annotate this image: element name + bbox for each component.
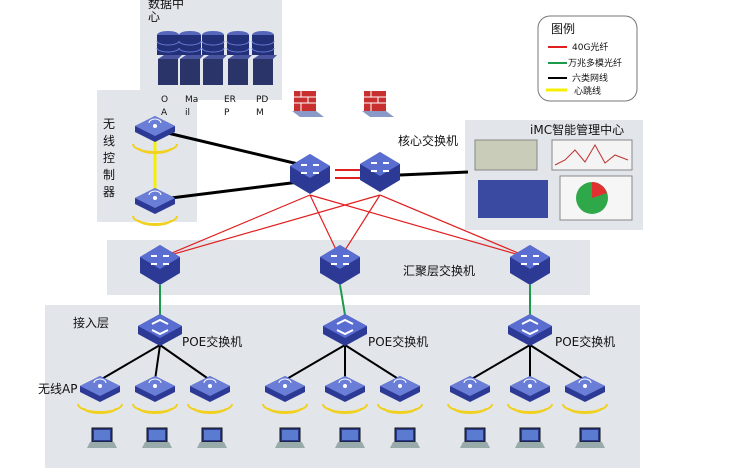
40g-link — [159, 194, 381, 259]
firewall-icon[interactable] — [291, 90, 325, 118]
legend: 图例 40G光纤 万兆多模光纤 六类网线 心跳线 — [537, 15, 638, 102]
laptop-icon[interactable] — [274, 427, 306, 449]
40g-link — [379, 194, 531, 259]
poe-label: POE交换机 — [368, 334, 428, 349]
poe-label: POE交换机 — [555, 334, 615, 349]
links — [99, 128, 586, 381]
legend-item: 40G光纤 — [572, 41, 608, 53]
server-label-mail: Ma — [185, 95, 198, 105]
firewall-icon[interactable] — [361, 90, 395, 118]
laptop-icon[interactable] — [514, 427, 546, 449]
cat6-link — [154, 178, 316, 202]
10g-link — [339, 284, 346, 316]
cat6-link — [399, 170, 469, 177]
access-label: 接入层 — [73, 315, 109, 330]
laptop-icon[interactable] — [459, 427, 491, 449]
data-center-title-2: 心 — [148, 10, 160, 24]
legend-item: 万兆多模光纤 — [568, 57, 622, 69]
40g-link — [309, 194, 531, 259]
wc-char: 控 — [103, 151, 115, 165]
laptop-icon[interactable] — [334, 427, 366, 449]
core-switch-icon[interactable] — [289, 153, 331, 195]
poe-label: POE交换机 — [182, 334, 242, 349]
wireless-controller-label: 无 线 控 制 器 — [103, 117, 115, 199]
legend-item: 心跳线 — [574, 85, 601, 97]
cat6-link — [154, 128, 316, 170]
server-label-oa-2: A — [161, 108, 168, 118]
data-center-title: 数据中 — [148, 0, 184, 11]
core-label: 核心交换机 — [398, 133, 458, 148]
laptop-icon[interactable] — [196, 427, 228, 449]
wc-char: 制 — [103, 168, 115, 182]
imc-floorplan-screenshot — [474, 139, 538, 171]
laptop-icon[interactable] — [389, 427, 421, 449]
40g-link — [309, 194, 341, 259]
laptop-icon[interactable] — [574, 427, 606, 449]
legend-item: 六类网线 — [572, 72, 608, 84]
server-label-oa: O — [161, 95, 168, 105]
server-label-pdm: PD — [256, 95, 268, 105]
40g-link — [159, 194, 311, 259]
wc-char: 线 — [103, 134, 115, 148]
wc-char: 器 — [103, 185, 115, 199]
40g-link — [339, 194, 381, 259]
laptop-icon[interactable] — [141, 427, 173, 449]
imc-network-management — [478, 180, 548, 218]
ap-label: 无线AP — [38, 382, 77, 396]
laptop-icon[interactable] — [86, 427, 118, 449]
server-label-mail-2: il — [185, 108, 190, 118]
core-switch-icon[interactable] — [359, 151, 401, 193]
server-label-pdm-2: M — [256, 108, 264, 118]
wc-char: 无 — [103, 117, 115, 131]
legend-title: 图例 — [551, 22, 575, 36]
imc-traffic-chart — [551, 139, 633, 171]
aggregation-label: 汇聚层交换机 — [403, 263, 475, 278]
imc-label: iMC智能管理中心 — [530, 122, 624, 137]
server-label-erp: ER — [224, 95, 236, 105]
legend-box — [537, 15, 638, 102]
laptops — [86, 427, 606, 449]
server-label-erp-2: P — [224, 108, 230, 118]
